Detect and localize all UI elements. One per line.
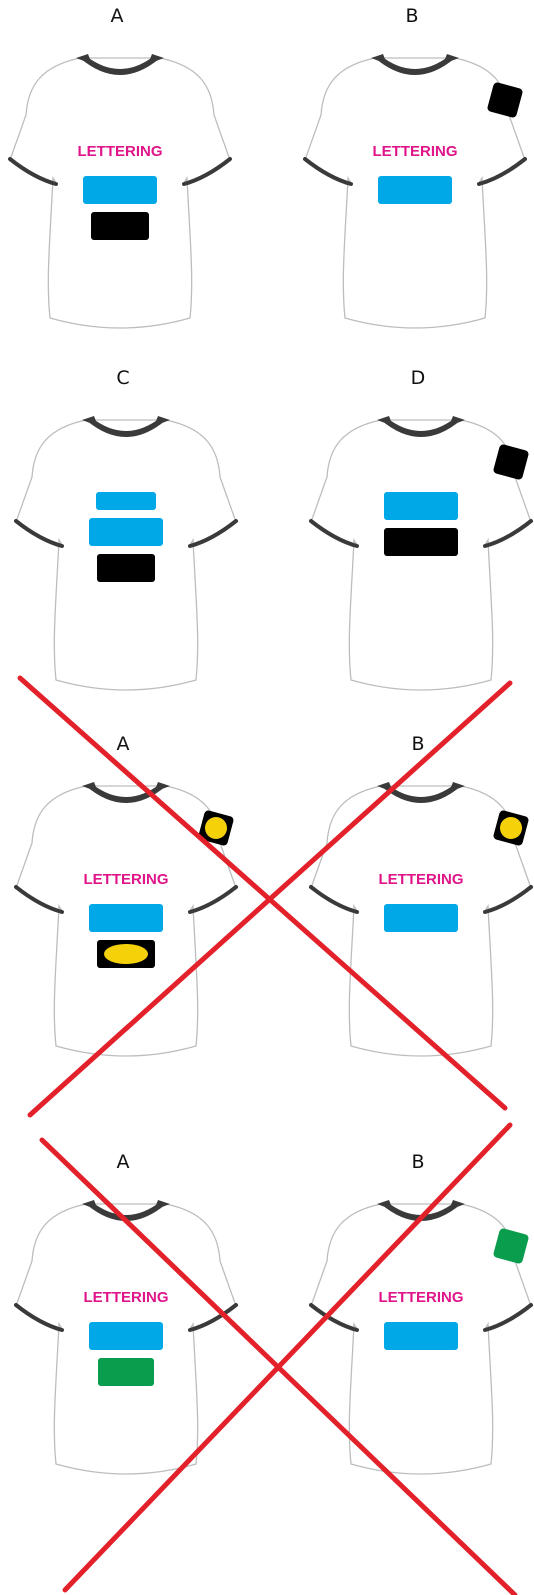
blue-patch	[384, 904, 458, 932]
lettering-text: LETTERING	[379, 1289, 464, 1306]
blue-patch	[89, 904, 163, 932]
lettering-text: LETTERING	[373, 143, 458, 160]
black-wide-patch	[384, 528, 458, 556]
tshirt: A LETTERING	[16, 1151, 236, 1474]
blue-small-patch	[96, 492, 156, 510]
lettering-text: LETTERING	[84, 1289, 169, 1306]
tshirt: B LETTERING	[311, 733, 531, 1056]
shirt-group-4: A LETTERING B LETTERING	[16, 1125, 531, 1595]
option-label: A	[111, 5, 124, 27]
option-label: B	[411, 733, 424, 755]
shirt-group-1: A LETTERING B LETTERING	[10, 5, 525, 328]
lettering-text: LETTERING	[379, 871, 464, 888]
option-label: C	[116, 367, 129, 389]
option-label: A	[117, 1151, 130, 1173]
blue-patch	[83, 176, 157, 204]
shirt-group-3: A LETTERING B LETTERING	[16, 678, 531, 1115]
option-label: B	[411, 1151, 424, 1173]
tshirt: A LETTERING	[16, 733, 236, 1056]
option-label: B	[405, 5, 418, 27]
black-patch	[91, 212, 149, 240]
tshirt: B LETTERING	[305, 5, 525, 328]
lettering-text: LETTERING	[78, 143, 163, 160]
green-patch	[98, 1358, 154, 1386]
blue-patch	[89, 518, 163, 546]
option-label: A	[117, 733, 130, 755]
black-patch	[97, 554, 155, 582]
tshirt: B LETTERING	[311, 1151, 531, 1474]
blue-patch	[384, 1322, 458, 1350]
blue-patch	[384, 492, 458, 520]
tshirt: A LETTERING	[10, 5, 230, 328]
blue-patch	[89, 1322, 163, 1350]
lettering-text: LETTERING	[84, 871, 169, 888]
blue-patch	[378, 176, 452, 204]
tshirt: C	[16, 367, 236, 690]
option-label: D	[411, 367, 426, 389]
yellow-oval	[104, 944, 148, 964]
tshirt: D	[311, 367, 531, 690]
